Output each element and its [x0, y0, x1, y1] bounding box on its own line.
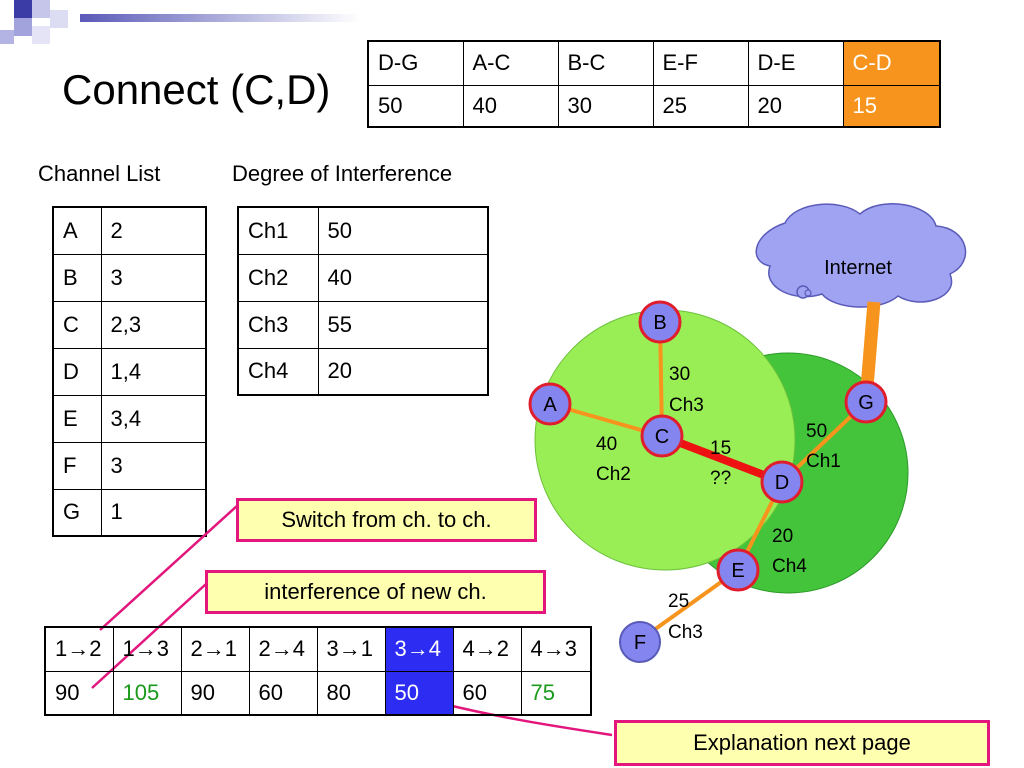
table-cell: 55	[317, 300, 489, 349]
highlighted-cell: 15	[842, 84, 941, 128]
highlighted-cell: 3→4	[384, 626, 454, 672]
edge-label: Ch1	[806, 451, 841, 472]
table-cell: 20	[747, 84, 844, 128]
node-f	[619, 621, 661, 663]
table-cell: 90	[180, 670, 250, 716]
table-cell: 105	[112, 670, 182, 716]
table-cell: 40	[317, 253, 489, 302]
internet-label: Internet	[824, 257, 892, 279]
edge-label: 25	[668, 591, 689, 612]
table-cell: 1→3	[112, 626, 182, 672]
table-cell: 75	[520, 670, 592, 716]
table-cell: 4→3	[520, 626, 592, 672]
decorative-squares	[0, 0, 80, 52]
highlighted-cell: 50	[384, 670, 454, 716]
table-cell: 60	[452, 670, 522, 716]
edge-label: 50	[806, 421, 827, 442]
table-cell: 60	[248, 670, 318, 716]
table-cell: 2→4	[248, 626, 318, 672]
table-cell: 20	[317, 347, 489, 396]
table-cell: 3,4	[100, 394, 207, 443]
connector-line-switch	[99, 504, 239, 631]
header-gradient-bar	[80, 14, 360, 22]
edge-label: 15	[710, 438, 731, 459]
edge-label: Ch4	[772, 556, 807, 577]
table-cell: Ch4	[237, 347, 319, 396]
table-cell: D-G	[367, 40, 464, 86]
edge-label: 40	[596, 434, 617, 455]
table-cell: F	[52, 441, 102, 490]
node-g	[844, 380, 888, 424]
edge-label: Ch2	[596, 464, 631, 485]
table-cell: E-F	[652, 40, 749, 86]
node-c	[640, 414, 684, 458]
table-cell: 1→2	[44, 626, 114, 672]
callout-explanation: Explanation next page	[614, 720, 990, 766]
edge-label: Ch3	[669, 395, 704, 416]
internet-cloud	[755, 203, 967, 308]
node-label: E	[731, 560, 744, 582]
table-cell: 40	[462, 84, 559, 128]
slide-title: Connect (C,D)	[62, 66, 331, 113]
edge-label: 30	[669, 364, 690, 385]
node-label: F	[634, 632, 646, 654]
edge-label: Ch3	[668, 622, 703, 643]
table-cell: Ch3	[237, 300, 319, 349]
node-b	[638, 300, 682, 344]
table-row: 1→2 1→3 2→1 2→4 3→1 3→4 4→2 4→3	[44, 626, 592, 672]
table-cell: 2→1	[180, 626, 250, 672]
table-cell: A	[52, 206, 102, 255]
table-cell: G	[52, 488, 102, 537]
node-a	[528, 382, 572, 426]
table-row: 50 40 30 25 20 15	[367, 84, 941, 128]
node-e	[716, 548, 760, 592]
channel-list-caption: Channel List	[38, 161, 161, 186]
table-cell: 1,4	[100, 347, 207, 396]
table-cell: B	[52, 253, 102, 302]
edge-label: ??	[710, 468, 731, 489]
table-cell: 3	[100, 441, 207, 490]
table-cell: 80	[316, 670, 386, 716]
table-cell: 90	[44, 670, 114, 716]
table-cell: 3→1	[316, 626, 386, 672]
table-cell: 50	[367, 84, 464, 128]
node-label: G	[858, 392, 874, 414]
node-label: C	[655, 426, 669, 448]
highlighted-cell: C-D	[842, 40, 941, 86]
table-cell: 2	[100, 206, 207, 255]
links-table: D-G A-C B-C E-F D-E C-D 50 40 30 25 20 1…	[367, 40, 941, 128]
table-cell: 1	[100, 488, 207, 537]
switch-table: 1→2 1→3 2→1 2→4 3→1 3→4 4→2 4→3 90 105 9…	[44, 626, 592, 716]
node-label: B	[653, 312, 666, 334]
table-row: 90 105 90 60 80 50 60 75	[44, 670, 592, 716]
node-label: A	[543, 394, 557, 416]
table-cell: E	[52, 394, 102, 443]
interference-caption: Degree of Interference	[232, 161, 453, 186]
callout-switch: Switch from ch. to ch.	[236, 498, 537, 542]
table-cell: 4→2	[452, 626, 522, 672]
table-cell: D	[52, 347, 102, 396]
table-cell: Ch1	[237, 206, 319, 255]
node-label: D	[775, 472, 789, 494]
callout-interference: interference of new ch.	[205, 570, 546, 614]
node-d	[760, 460, 804, 504]
edge-label: 20	[772, 526, 793, 547]
table-cell: 2,3	[100, 300, 207, 349]
